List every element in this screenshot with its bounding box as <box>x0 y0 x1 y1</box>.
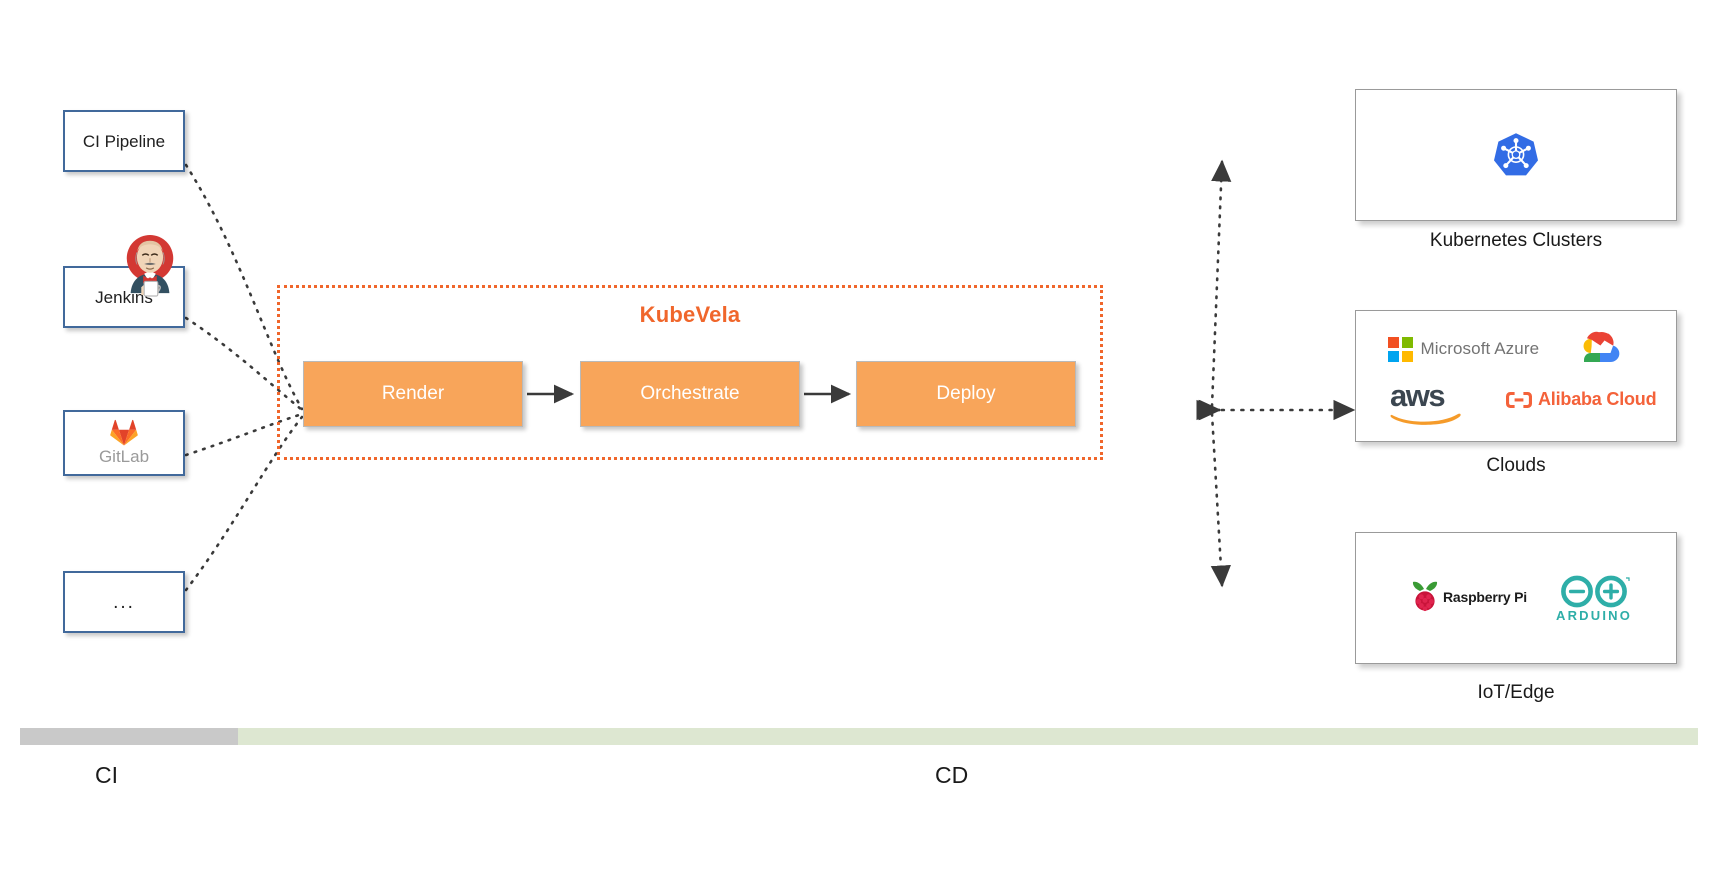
target-iot-edge[interactable]: Raspberry Pi ARDUINO <box>1355 532 1677 664</box>
microsoft-azure-logo: Microsoft Azure <box>1388 337 1539 362</box>
jenkins-butler-icon <box>126 234 174 297</box>
aws-smile-icon <box>1390 413 1461 425</box>
stage-render-label: Render <box>381 383 445 404</box>
arduino-label: ARDUINO <box>1556 608 1633 623</box>
target-clouds[interactable]: Microsoft Azure aws Alibaba Cloud <box>1355 310 1677 442</box>
raspberry-pi-label: Raspberry Pi <box>1443 589 1527 605</box>
microsoft-squares-icon <box>1388 337 1413 362</box>
phase-bar-ci-segment <box>20 728 238 745</box>
arduino-logo: ARDUINO <box>1556 575 1632 623</box>
target-iot-edge-caption: IoT/Edge <box>1477 682 1555 703</box>
phase-label-cd: CD <box>935 762 969 788</box>
raspberry-pi-logo: Raspberry Pi <box>1410 580 1527 614</box>
aws-logo: aws <box>1390 378 1468 431</box>
kubevela-container: KubeVela <box>277 285 1103 460</box>
alibaba-mark-icon <box>1506 391 1532 408</box>
raspberry-icon <box>1412 581 1438 612</box>
kubernetes-helm-icon <box>1494 133 1538 176</box>
wire-to-iot <box>1210 412 1231 588</box>
source-gitlab[interactable]: GitLab <box>63 410 185 476</box>
aws-label: aws <box>1390 378 1446 413</box>
stage-deploy[interactable]: Deploy <box>856 361 1076 427</box>
source-more-label: ... <box>113 591 135 613</box>
alibaba-cloud-label: Alibaba Cloud <box>1538 389 1657 409</box>
source-ci-pipeline[interactable]: CI Pipeline <box>63 110 185 172</box>
microsoft-azure-label: Microsoft Azure <box>1420 339 1540 359</box>
alibaba-cloud-logo: Alibaba Cloud <box>1506 389 1657 410</box>
google-cloud-logo <box>1583 331 1620 362</box>
phase-bar-cd-segment <box>238 728 1698 745</box>
target-kubernetes[interactable] <box>1355 89 1677 221</box>
kubevela-title: KubeVela <box>639 302 741 327</box>
stage-orchestrate[interactable]: Orchestrate <box>580 361 800 427</box>
stage-deploy-label: Deploy <box>936 383 996 404</box>
gitlab-fox-icon <box>110 419 138 446</box>
stage-orchestrate-label: Orchestrate <box>640 383 740 404</box>
wire-to-kubernetes <box>1210 159 1232 408</box>
stage-render[interactable]: Render <box>303 361 523 427</box>
target-clouds-caption: Clouds <box>1486 455 1546 476</box>
source-ci-pipeline-label: CI Pipeline <box>82 131 166 151</box>
source-jenkins[interactable]: Jenkins <box>63 266 185 328</box>
phase-label-ci: CI <box>95 762 118 788</box>
target-kubernetes-caption: Kubernetes Clusters <box>1429 230 1603 251</box>
arduino-infinity-icon <box>1561 575 1630 608</box>
source-more[interactable]: ... <box>63 571 185 633</box>
phase-bar <box>20 728 1698 745</box>
source-gitlab-label: GitLab <box>98 447 150 466</box>
